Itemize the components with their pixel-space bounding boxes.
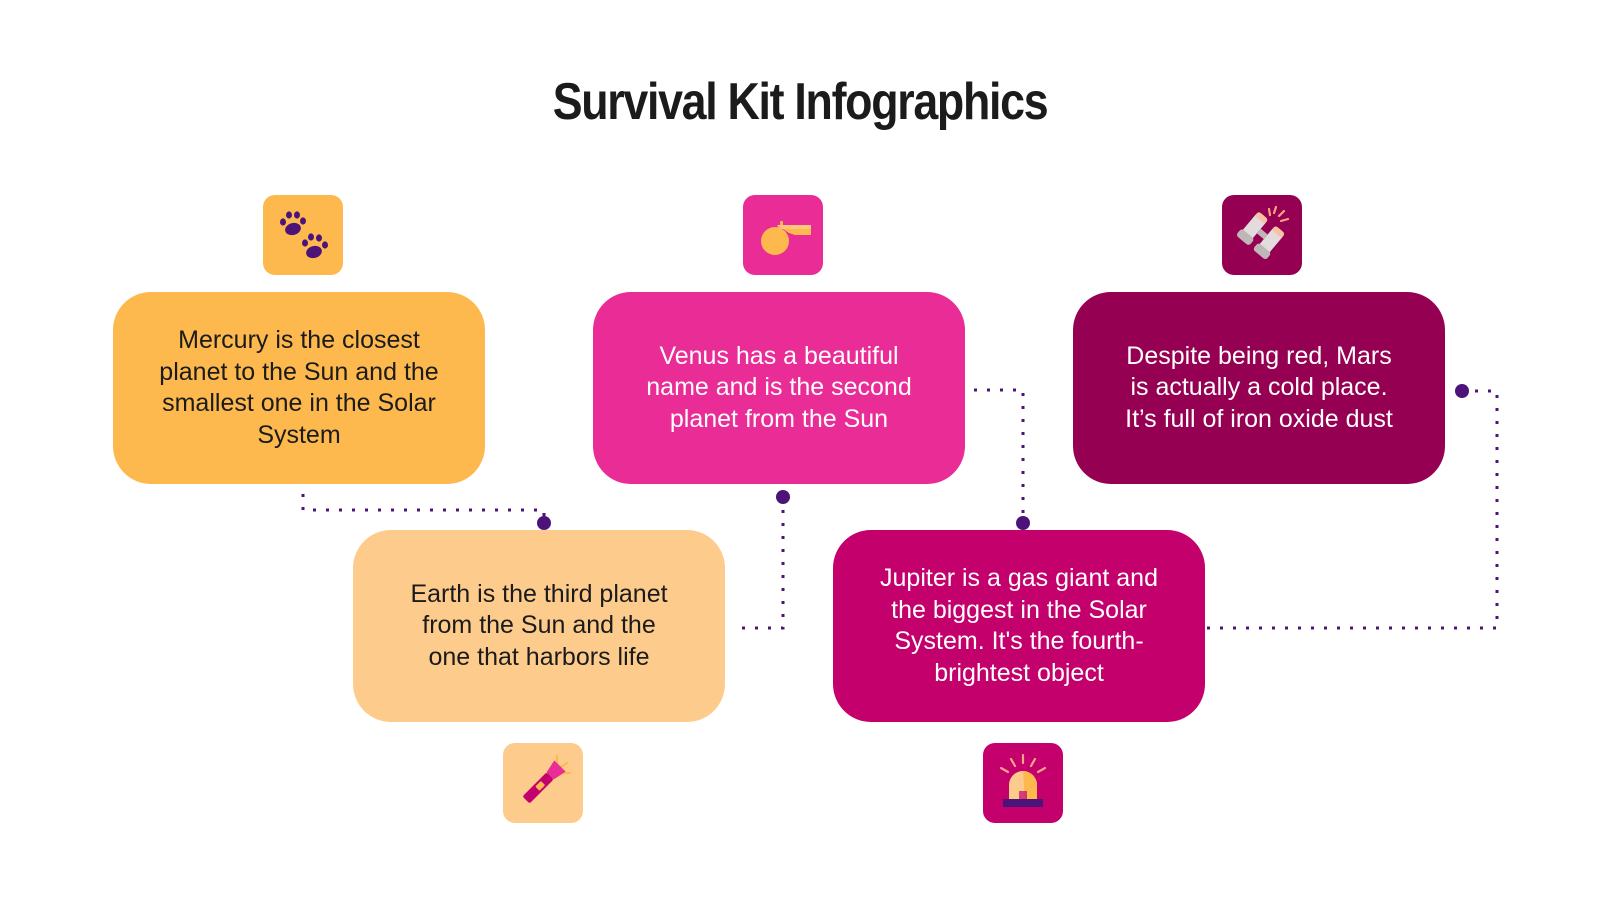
connector-mercury-earth [301,481,546,522]
card-jupiter-text: Jupiter is a gas giant and the biggest i… [880,564,1158,687]
jupiter-icon-tile [983,743,1063,823]
card-earth-text: Earth is the third planet from the Sun a… [410,579,668,671]
connector-venus-earth [735,497,785,630]
earth-icon-tile [503,743,583,823]
card-mercury: Mercury is the closest planet to the Sun… [113,292,485,484]
whistle-icon [761,221,811,255]
connector-venus-jupiter [974,388,1025,520]
venus-icon-tile [743,195,823,275]
page-title: Survival Kit Infographics [552,73,1049,131]
flashlight-icon [523,754,572,803]
card-venus: Venus has a beautiful name and is the se… [593,292,965,484]
card-mars-text: Despite being red, Mars is actually a co… [1125,341,1393,433]
mars-icon-tile [1222,195,1302,275]
paw-prints-icon [280,211,328,259]
card-venus-text: Venus has a beautiful name and is the se… [646,341,912,433]
siren-light-icon [999,753,1047,807]
mercury-icon-tile [263,195,343,275]
card-mars: Despite being red, Mars is actually a co… [1073,292,1445,484]
connector-dot-earth [537,516,551,530]
card-mercury-text: Mercury is the closest planet to the Sun… [159,326,439,449]
connector-dot-mars [1455,384,1469,398]
connector-dot-jupiter [1016,516,1030,530]
connector-dot-venus [776,490,790,504]
card-earth: Earth is the third planet from the Sun a… [353,530,725,722]
binoculars-icon [1236,205,1290,260]
card-jupiter: Jupiter is a gas giant and the biggest i… [833,530,1205,722]
